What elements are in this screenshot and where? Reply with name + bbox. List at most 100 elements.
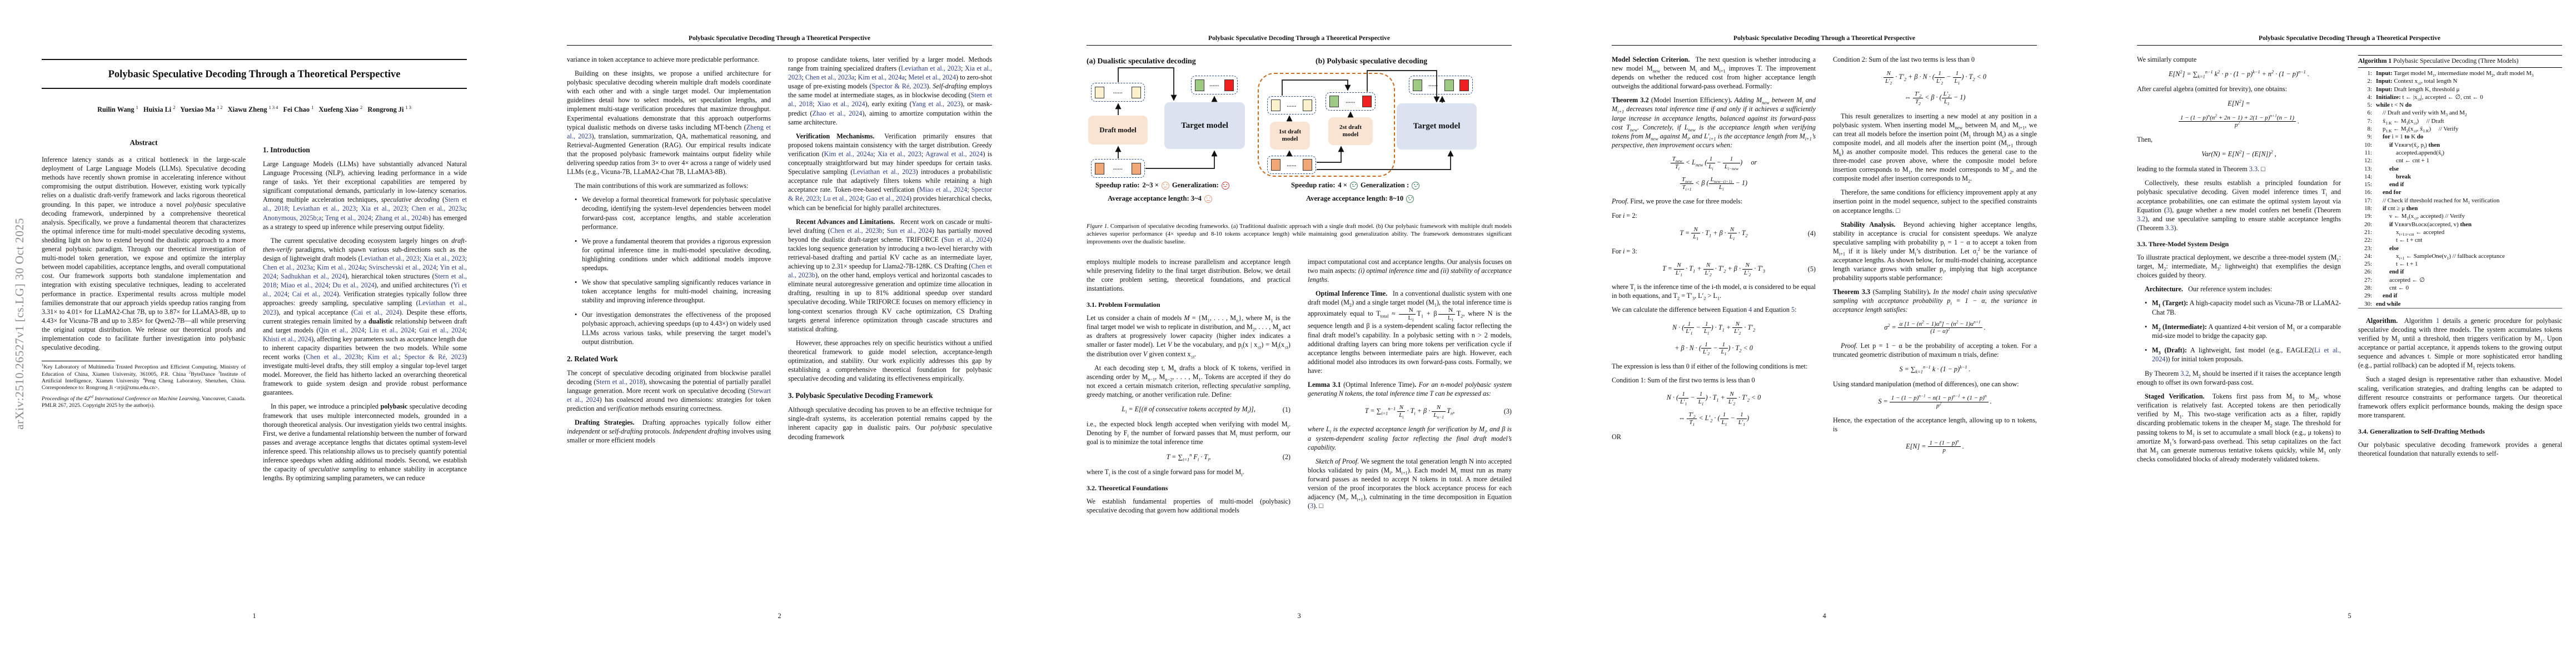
speedup-label: Speedup ratio: — [1095, 181, 1140, 189]
algorithm-line-text: x̃1:K ← M3(x≤t) // Draft — [2383, 117, 2444, 126]
token-green — [1195, 79, 1204, 91]
bullet-item: We develop a formal theoretical framewor… — [575, 195, 771, 231]
second-draft-model-box: 2st draft model — [1328, 117, 1373, 145]
equation: E[N2] = ∑k=1n−1 k2 · p · (1 − p)k−1 + n2… — [2169, 69, 2309, 79]
page-4-columns: Model Selection Criterion. The next ques… — [1612, 55, 2037, 460]
paragraph: At each decoding step t, Mn drafts a blo… — [1087, 364, 1291, 399]
algorithm-line: 8:p1:K ← M2(x≤t, x̃1:K) // Verify — [2358, 125, 2562, 133]
running-header: Polybasic Speculative Decoding Through a… — [2259, 35, 2440, 42]
neutral-face-icon — [1161, 181, 1169, 190]
paragraph: Although speculative decoding has proven… — [788, 406, 992, 441]
token-red — [1362, 96, 1372, 107]
bullet-item: M3 (Draft): A lightweight, fast model (e… — [2145, 346, 2341, 364]
algorithm-line-text: while t < N do — [2376, 102, 2412, 109]
first-draft-model-box: 1st draft model — [1270, 122, 1310, 150]
algorithm-line-text: t ← t + cnt — [2396, 237, 2423, 244]
algorithm-line-text: cnt ← 0 — [2389, 285, 2409, 292]
algorithm-line-number: 24: — [2364, 252, 2372, 260]
figure-panel-b-title: (b) Polybasic speculative decoding — [1316, 57, 1428, 65]
bullet-item: M1 (Target): A high-capacity model such … — [2145, 298, 2341, 316]
algorithm-line: 2: Input: Context x≤t, total length N — [2358, 77, 2562, 85]
algorithm-title: Algorithm 1 Polybasic Speculative Decodi… — [2358, 55, 2562, 68]
paragraph: To illustrate practical deployment, we d… — [2137, 253, 2341, 280]
draft-token-row: ...... — [1091, 83, 1145, 102]
acceptance-label: Average acceptance length: 3~4 — [1108, 195, 1202, 202]
algorithm-line-text: else — [2389, 245, 2399, 252]
paragraph: where Ti is the cost of a single forward… — [1087, 467, 1244, 477]
page-number: 1 — [252, 612, 256, 620]
token-yellow — [1132, 86, 1141, 98]
equation: T = ∑i=1n Fi · Ti,(2) — [1166, 452, 1291, 462]
algorithm-line: 5:while t < N do — [2358, 101, 2562, 109]
section-heading: 1. Introduction — [263, 146, 310, 154]
algorithm-line-text: t ← t + 1 — [2396, 261, 2418, 268]
ellipsis-dots: ...... — [1287, 162, 1297, 168]
section-heading: 2. Related Work — [567, 354, 618, 363]
running-header: Polybasic Speculative Decoding Through a… — [689, 35, 870, 42]
ellipsis-dots: ...... — [1113, 89, 1123, 95]
algorithm-line-number: 14: — [2364, 173, 2372, 180]
footnote: 1Key Laboratory of Multimedia Trusted Pe… — [42, 363, 246, 391]
paragraph: The concept of speculative decoding orig… — [567, 369, 771, 413]
page-3-columns: employs multiple models to increase para… — [1087, 257, 1512, 520]
page-number: 2 — [778, 612, 781, 620]
algorithm-line-text: Input: Context x≤t, total length N — [2376, 78, 2458, 86]
ellipsis-dots: ...... — [1346, 98, 1356, 104]
algorithm-line: 12:cnt ← cnt + 1 — [2358, 157, 2562, 165]
algorithm-line: 17:// Check if threshold reached for M1 … — [2358, 197, 2562, 205]
token-red — [1459, 79, 1469, 91]
ellipsis-dots: ...... — [1209, 82, 1219, 88]
subsection-heading: 3.1. Problem Formulation — [1087, 301, 1160, 309]
paragraph: i.e., the expected block length accepted… — [1087, 420, 1291, 446]
token-green — [1329, 96, 1339, 107]
algorithm-line-number: 2: — [2367, 78, 2372, 85]
page-5: Polybasic Speculative Decoding Through a… — [2137, 0, 2562, 667]
algorithm-line-number: 21: — [2364, 228, 2372, 236]
token-green — [1413, 79, 1422, 91]
paragraph: We can calculate the difference between … — [1612, 306, 1797, 314]
paper-title: Polybasic Speculative Decoding Through a… — [108, 69, 401, 80]
paragraph: where Ti is the inference time of the i-… — [1612, 283, 1816, 301]
algorithm-line: 11:accepted.append(x̃i) — [2358, 149, 2562, 157]
algorithm-line: 18:if cnt ≥ μ then — [2358, 205, 2562, 212]
bullet-item: We prove a fundamental theorem that prov… — [575, 237, 771, 272]
context-token-row-b: ...... — [1267, 156, 1316, 174]
algorithm-line-text: else — [2389, 165, 2399, 172]
algorithm-line-number: 9: — [2367, 133, 2372, 141]
paragraph: Condition 2: Sum of the last two terms i… — [1833, 56, 1975, 63]
algorithm-line-number: 22: — [2364, 237, 2372, 244]
speedup-label: Speedup ratio: — [1291, 181, 1336, 189]
paragraph: Then, — [2137, 135, 2153, 143]
paragraph: In this paper, we introduce a principled… — [263, 402, 467, 482]
abstract-heading: Abstract — [129, 138, 158, 147]
token-yellow — [1303, 99, 1312, 111]
page-3-left-column: employs multiple models to increase para… — [1087, 257, 1291, 520]
panel-b-speedup-label: Speedup ratio: 4 × Generalization : — [1291, 181, 1420, 190]
panel-b-acceptance-label: Average acceptance length: 8~10 — [1306, 195, 1414, 203]
paragraph: For i = 3: — [1612, 247, 1637, 255]
paragraph: We similarly compute — [2137, 56, 2197, 63]
algorithm-line-text: if VᴇʀɪғʏBʟᴏᴄᴋ(accepted, v) then — [2389, 221, 2472, 228]
algorithm-line-text: if Vᴇʀɪғʏ(x̃i, pi) then — [2389, 141, 2440, 150]
paragraph: Hence, the expectation of the acceptance… — [1833, 416, 2037, 433]
header-rule — [1612, 45, 2037, 46]
ellipsis-dots: ...... — [1113, 166, 1123, 171]
paragraph: Large Language Models (LLMs) have substa… — [263, 160, 467, 231]
paragraph: to propose candidate tokens, later verif… — [788, 56, 993, 126]
algorithm-line: 1:Input: Target model M1, intermediate m… — [2358, 69, 2562, 77]
algorithm-line-text: if cnt ≥ μ then — [2383, 205, 2418, 212]
paragraph: Sketch of Proof. We segment the total ge… — [1308, 457, 1512, 510]
algorithm-line-text: xt+1:t+cnt ← accepted — [2396, 228, 2445, 237]
subsection-heading: 3.2. Theoretical Foundations — [1087, 484, 1168, 492]
algorithm-line: 21: xt+1:t+cnt ← accepted — [2358, 228, 2562, 236]
paragraph: After careful algebra (omitted for brevi… — [2137, 85, 2288, 93]
algorithm-line-number: 16: — [2364, 189, 2372, 196]
